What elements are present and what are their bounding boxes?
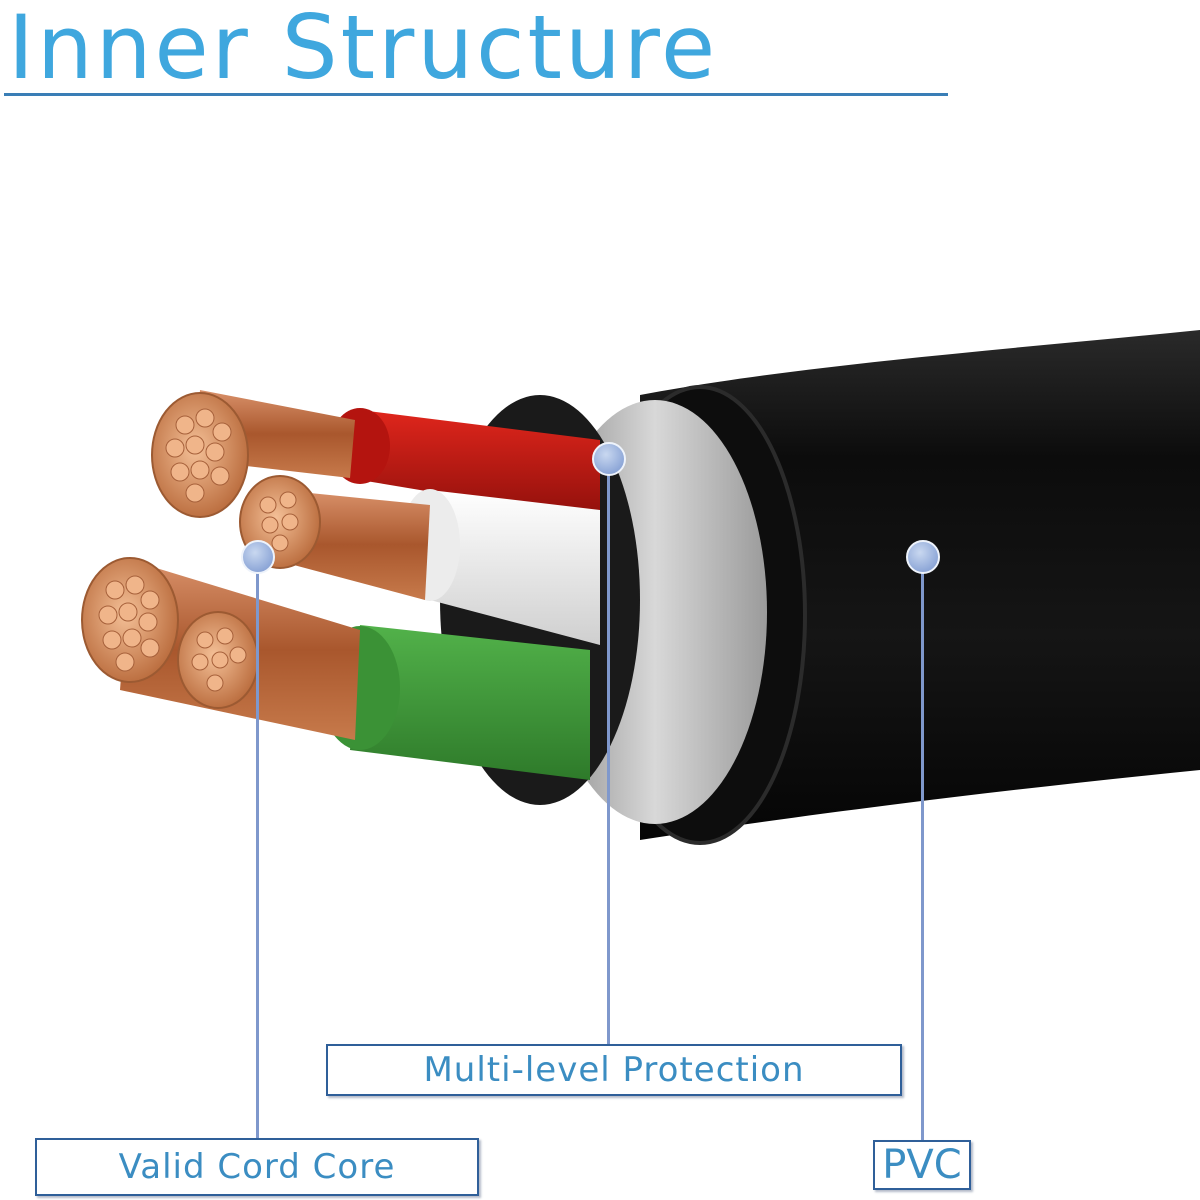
diagram-title: Inner Structure <box>8 0 719 99</box>
leader-line-pvc <box>921 556 924 1140</box>
copper-core-ends <box>81 392 321 709</box>
label-multi-level-protection: Multi-level Protection <box>326 1044 902 1096</box>
marker-dot-pvc <box>906 540 940 574</box>
leader-line-core <box>256 556 259 1138</box>
marker-dot-protection <box>592 442 626 476</box>
label-valid-cord-core: Valid Cord Core <box>35 1138 479 1196</box>
leader-line-protection <box>607 458 610 1044</box>
marker-dot-core <box>241 540 275 574</box>
label-pvc-text: PVC <box>882 1142 962 1188</box>
label-multi-level-protection-text: Multi-level Protection <box>423 1050 805 1090</box>
label-valid-cord-core-text: Valid Cord Core <box>118 1147 396 1187</box>
title-underline <box>4 93 948 96</box>
label-pvc: PVC <box>873 1140 971 1190</box>
